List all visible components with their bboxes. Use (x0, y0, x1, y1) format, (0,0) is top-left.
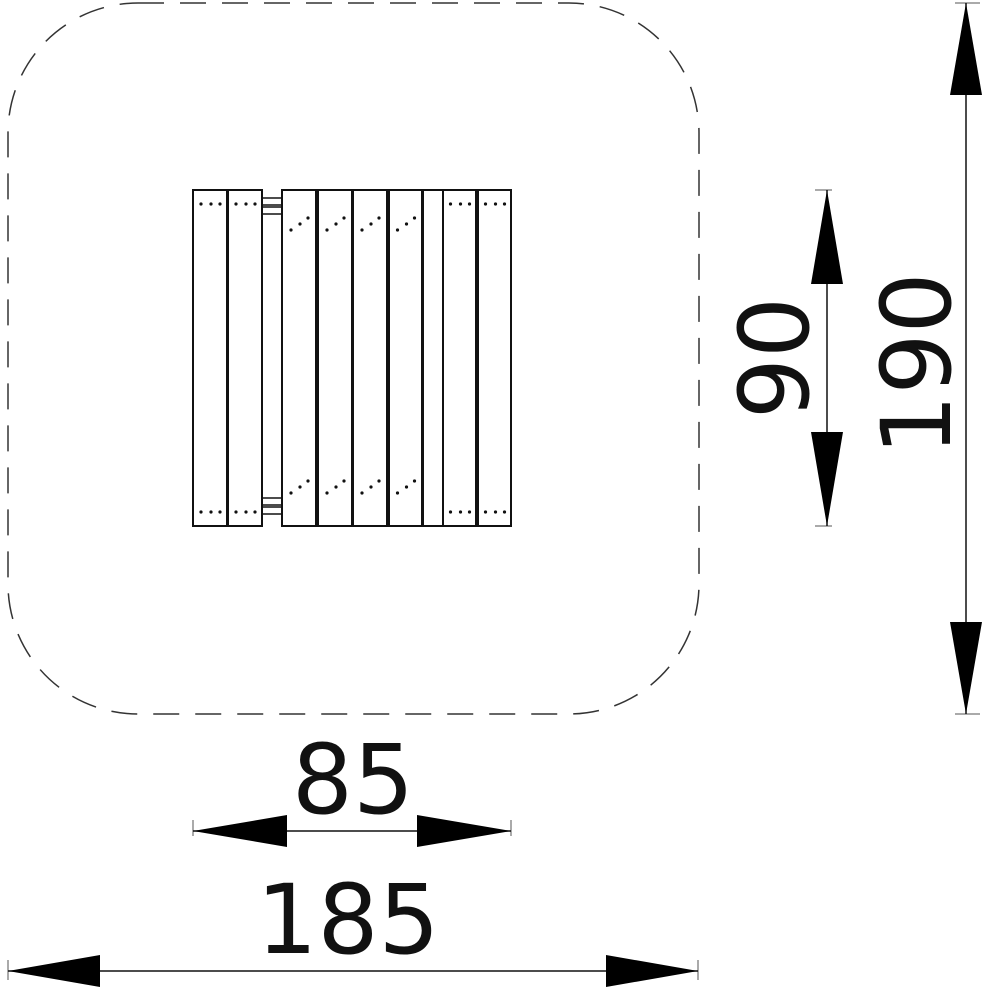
dimension-equipment-width: 85 (192, 724, 512, 847)
plank (227, 189, 263, 527)
screw-dot (298, 222, 302, 226)
screw-dot (360, 228, 364, 232)
screw-dot (502, 510, 507, 514)
screw-dot (483, 510, 488, 514)
screw-dot (483, 202, 488, 206)
arrow-down-icon (811, 432, 843, 526)
screw-dot (493, 510, 498, 514)
equipment-top-view (192, 189, 512, 527)
screw-dot (369, 222, 373, 226)
screw-dot (325, 228, 329, 232)
arrow-right-icon (417, 815, 511, 847)
screw-dot (395, 491, 400, 495)
equipment-width-label: 85 (292, 724, 414, 836)
arrow-left-icon (193, 815, 287, 847)
screw-dot (244, 202, 248, 206)
screw-dot (306, 216, 310, 220)
arrow-up-icon (950, 3, 982, 95)
screw-dot (467, 510, 472, 514)
screw-dot (342, 479, 346, 483)
dimension-safety-zone-width: 185 (7, 864, 699, 987)
screw-dot (404, 222, 409, 226)
screw-dot (298, 485, 302, 489)
screw-dot (218, 202, 222, 206)
screw-dot (342, 216, 346, 220)
dimension-equipment-height: 90 (719, 189, 843, 527)
safety-zone-width-label: 185 (256, 864, 439, 976)
screw-dot (244, 510, 248, 514)
plank (477, 189, 512, 527)
screw-dot (395, 228, 400, 232)
arrow-left-icon (8, 955, 100, 987)
screw-dot (334, 222, 338, 226)
arrow-right-icon (606, 955, 698, 987)
screw-dot (289, 491, 293, 495)
screw-dot (412, 479, 417, 483)
plank (281, 189, 317, 527)
screw-dot (325, 491, 329, 495)
screw-dot (234, 202, 238, 206)
screw-dot (199, 510, 203, 514)
plank (352, 189, 388, 527)
screw-dot (502, 202, 507, 206)
screw-dot (377, 216, 381, 220)
screw-dot (377, 479, 381, 483)
screw-dot (253, 510, 257, 514)
screw-dot (199, 202, 203, 206)
screw-dot (467, 202, 472, 206)
screw-dot (253, 202, 257, 206)
screw-dot (218, 510, 222, 514)
plank (422, 189, 444, 527)
screw-dot (209, 510, 213, 514)
screw-dot (369, 485, 373, 489)
screw-dot (334, 485, 338, 489)
screw-dot (209, 202, 213, 206)
screw-dot (493, 202, 498, 206)
screw-dot (404, 485, 409, 489)
screw-dot (234, 510, 238, 514)
plank (442, 189, 477, 527)
screw-dot (448, 202, 453, 206)
arrow-down-icon (950, 622, 982, 714)
screw-dot (412, 216, 417, 220)
screw-dot (289, 228, 293, 232)
safety-zone-outline (7, 2, 700, 715)
dimension-safety-zone-height: 190 (861, 2, 982, 715)
safety-zone-height-label: 190 (861, 272, 973, 455)
screw-dot (306, 479, 310, 483)
equipment-height-label: 90 (719, 297, 831, 419)
screw-dot (458, 510, 463, 514)
plank (317, 189, 353, 527)
plank (192, 189, 228, 527)
plank (388, 189, 423, 527)
screw-dot (448, 510, 453, 514)
screw-dot (360, 491, 364, 495)
screw-dot (458, 202, 463, 206)
arrow-up-icon (811, 190, 843, 284)
planks-group (192, 189, 512, 527)
